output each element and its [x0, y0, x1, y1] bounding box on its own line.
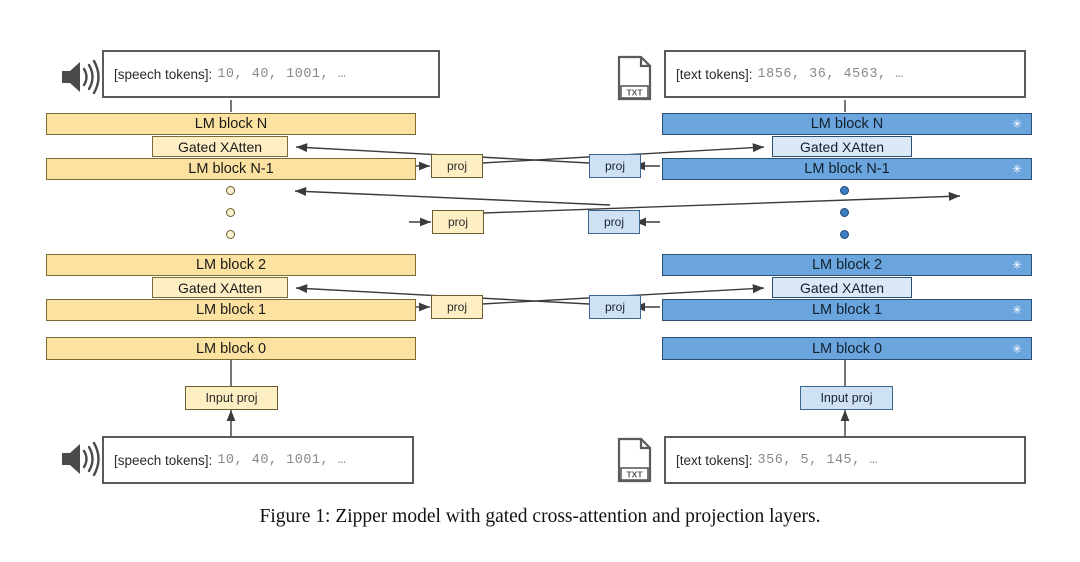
txt-file-icon-bottom: TXT	[617, 437, 652, 483]
svg-text:TXT: TXT	[626, 88, 643, 98]
speech-output-tokens-box: [speech tokens]: 10, 40, 1001, …	[102, 50, 440, 98]
text-lm-block-1: LM block 1 ✳	[662, 299, 1032, 321]
speech-gated-xatten-top: Gated XAtten	[152, 136, 288, 157]
text-ellipsis-dot-2	[840, 208, 849, 217]
speaker-icon	[62, 59, 100, 95]
snowflake-icon-n-1: ✳	[1011, 162, 1022, 176]
speech-lm-block-0-label: LM block 0	[195, 340, 267, 357]
text-lm-block-0: LM block 0 ✳	[662, 337, 1032, 360]
text-input-tokens-box: [text tokens]: 356, 5, 145, …	[664, 436, 1026, 484]
text-input-proj-label: Input proj	[820, 391, 873, 405]
speech-lm-block-1-label: LM block 1	[195, 302, 267, 318]
speech-proj-middle-label: proj	[447, 215, 468, 229]
text-output-tokens-values: 1856, 36, 4563, …	[757, 66, 904, 82]
speech-input-tokens-values: 10, 40, 1001, …	[217, 452, 347, 468]
text-lm-block-n-label: LM block N	[810, 116, 884, 132]
speech-lm-block-n-label: LM block N	[194, 116, 268, 132]
text-input-proj: Input proj	[800, 386, 893, 410]
speech-input-proj-label: Input proj	[205, 391, 258, 405]
speech-lm-block-0: LM block 0	[46, 337, 416, 360]
text-lm-block-n-1-label: LM block N-1	[804, 161, 890, 177]
snowflake-icon-1: ✳	[1011, 303, 1022, 317]
svg-text:TXT: TXT	[626, 470, 643, 480]
text-ellipsis-dot-3	[840, 230, 849, 239]
speech-gated-xatten-bottom-label: Gated XAtten	[177, 279, 263, 296]
text-proj-middle-label: proj	[603, 215, 624, 229]
speech-proj-lower: proj	[431, 295, 483, 319]
text-proj-lower: proj	[589, 295, 641, 319]
speech-gated-xatten-bottom: Gated XAtten	[152, 277, 288, 298]
speech-lm-block-n-1-label: LM block N-1	[188, 161, 274, 177]
text-lm-block-0-label: LM block 0	[811, 340, 883, 357]
speech-input-tokens-label: [speech tokens]:	[114, 452, 213, 468]
snowflake-icon-2: ✳	[1011, 258, 1022, 272]
text-gated-xatten-top-label: Gated XAtten	[799, 138, 885, 155]
speech-lm-block-n-1: LM block N-1	[46, 158, 416, 180]
text-gated-xatten-top: Gated XAtten	[772, 136, 912, 157]
text-proj-upper: proj	[589, 154, 641, 178]
text-lm-block-1-label: LM block 1	[811, 302, 883, 318]
text-proj-upper-label: proj	[604, 159, 625, 173]
speech-output-tokens-values: 10, 40, 1001, …	[217, 66, 347, 82]
figure-caption: Figure 1: Zipper model with gated cross-…	[259, 506, 821, 527]
speech-proj-lower-label: proj	[446, 300, 467, 314]
text-lm-block-2: LM block 2 ✳	[662, 254, 1032, 276]
text-proj-lower-label: proj	[604, 300, 625, 314]
speech-ellipsis-dot-3	[226, 230, 235, 239]
text-input-tokens-values: 356, 5, 145, …	[757, 452, 878, 468]
text-lm-block-2-label: LM block 2	[811, 257, 883, 273]
speech-lm-block-2: LM block 2	[46, 254, 416, 276]
speaker-icon-bottom	[62, 441, 100, 477]
speech-lm-block-1: LM block 1	[46, 299, 416, 321]
text-lm-block-n: LM block N ✳	[662, 113, 1032, 135]
speech-lm-block-n: LM block N	[46, 113, 416, 135]
snowflake-icon-n: ✳	[1011, 117, 1022, 131]
text-proj-middle: proj	[588, 210, 640, 234]
snowflake-icon-0: ✳	[1011, 341, 1022, 356]
speech-proj-middle: proj	[432, 210, 484, 234]
speech-input-tokens-box: [speech tokens]: 10, 40, 1001, …	[102, 436, 414, 484]
speech-output-tokens-label: [speech tokens]:	[114, 66, 213, 82]
speech-proj-upper-label: proj	[446, 159, 467, 173]
speech-ellipsis-dot-2	[226, 208, 235, 217]
text-lm-block-n-1: LM block N-1 ✳	[662, 158, 1032, 180]
text-output-tokens-box: [text tokens]: 1856, 36, 4563, …	[664, 50, 1026, 98]
text-input-tokens-label: [text tokens]:	[676, 452, 753, 468]
speech-input-proj: Input proj	[185, 386, 278, 410]
text-ellipsis-dot-1	[840, 186, 849, 195]
text-output-tokens-label: [text tokens]:	[676, 66, 753, 82]
speech-gated-xatten-top-label: Gated XAtten	[177, 138, 263, 155]
txt-file-icon: TXT	[617, 55, 652, 101]
speech-proj-upper: proj	[431, 154, 483, 178]
speech-ellipsis-dot-1	[226, 186, 235, 195]
speech-lm-block-2-label: LM block 2	[195, 257, 267, 273]
text-gated-xatten-bottom: Gated XAtten	[772, 277, 912, 298]
text-gated-xatten-bottom-label: Gated XAtten	[799, 279, 885, 296]
